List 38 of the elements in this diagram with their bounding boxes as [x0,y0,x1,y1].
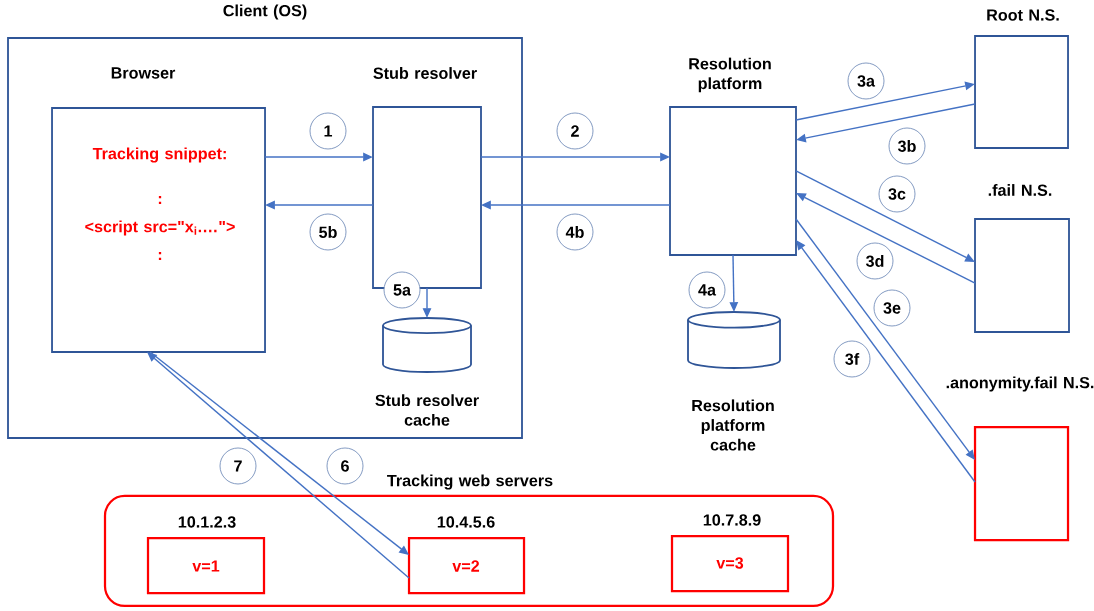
arrow [796,240,976,483]
cache-label: Resolution platform cache [692,399,774,451]
box-heading: .fail N.S. [988,184,1052,196]
ip-address: 10.1.2.3 [178,516,236,528]
step-number: 3c [878,175,916,213]
step-number: 4b [556,213,594,251]
snippet-text: : [158,195,162,205]
arrow [795,218,975,460]
step-number: 3a [847,62,885,100]
snippet-code: <script src="x$_{i}$.…"> [85,220,235,236]
arrow [796,193,976,284]
arrow [795,170,975,262]
group-title: Tracking web servers [387,474,553,490]
step-number: 5b [309,213,347,251]
step-number: 3b [888,127,926,165]
box-heading: Resolution platform [689,57,771,93]
box-heading: Root N.S. [987,9,1059,21]
step-number: 2 [556,112,594,150]
box-heading: Stub resolver [373,67,477,79]
step-number: 3e [873,289,911,327]
box-heading: Browser [111,67,176,79]
server-value: v=1 [192,560,220,572]
snippet-text: : [158,251,162,261]
step-number: 3d [856,242,894,280]
ip-address: 10.7.8.9 [703,514,761,526]
step-number: 1 [309,112,347,150]
step-number: 4a [688,271,726,309]
box-heading: .anonymity.fail N.S. [946,376,1094,392]
snippet-text: Tracking snippet: [92,147,226,163]
ip-address: 10.4.5.6 [437,516,495,528]
step-number: 3f [833,340,871,378]
cache-label: Stub resolver cache [375,394,479,426]
group-title: Client (OS) [223,4,307,20]
step-number: 5a [383,271,421,309]
server-value: v=2 [452,560,480,572]
step-number: 6 [326,447,364,485]
step-number: 7 [219,447,257,485]
server-value: v=3 [716,557,744,569]
